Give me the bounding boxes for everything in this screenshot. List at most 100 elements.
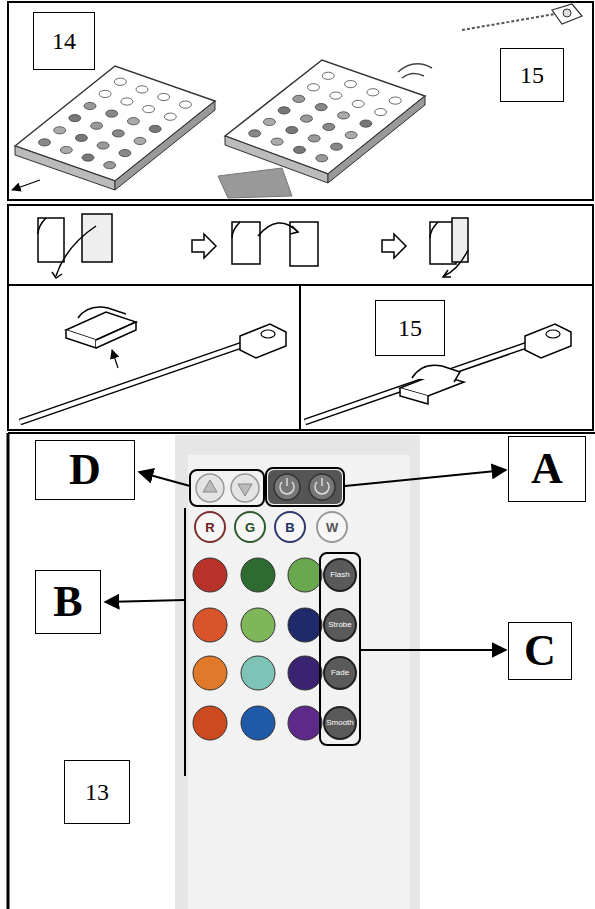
button-dot bbox=[301, 115, 313, 122]
button-dot bbox=[114, 78, 126, 85]
color-button bbox=[241, 608, 275, 642]
panel-border bbox=[8, 205, 593, 430]
color-button bbox=[241, 656, 275, 690]
color-button bbox=[288, 656, 322, 690]
button-dot bbox=[84, 102, 96, 109]
button-dot bbox=[308, 135, 320, 142]
button-dot bbox=[180, 101, 192, 108]
button-dot bbox=[316, 155, 328, 162]
mode-buttons bbox=[324, 559, 356, 739]
button-dot bbox=[91, 122, 103, 129]
button-dot bbox=[315, 104, 327, 111]
callout-box: 14 bbox=[33, 12, 95, 70]
button-dot bbox=[308, 84, 320, 91]
button-dot bbox=[119, 150, 131, 157]
callout-box: D bbox=[35, 440, 135, 500]
callout-number: 13 bbox=[85, 780, 109, 804]
button-label: B bbox=[285, 521, 294, 534]
cable-clip bbox=[66, 307, 136, 348]
cable-clip bbox=[400, 365, 464, 404]
button-dot bbox=[338, 112, 350, 119]
button-dot bbox=[278, 107, 290, 114]
leader-arrow bbox=[345, 470, 506, 486]
power-buttons bbox=[268, 470, 342, 504]
group-outline bbox=[266, 468, 344, 506]
button-dot bbox=[136, 86, 148, 93]
remote-body bbox=[188, 455, 410, 909]
battery-tab bbox=[218, 168, 292, 198]
button-label: Smooth bbox=[326, 719, 354, 727]
button-label: Strobe bbox=[328, 621, 352, 629]
clip-step-1 bbox=[38, 214, 112, 278]
button-dot bbox=[158, 93, 170, 100]
callout-number: 15 bbox=[520, 63, 544, 87]
button-dot bbox=[294, 146, 306, 153]
color-button bbox=[288, 706, 322, 740]
callout-number: B bbox=[53, 580, 82, 624]
button-dot bbox=[104, 162, 116, 169]
color-button bbox=[241, 706, 275, 740]
button-dot bbox=[249, 130, 261, 137]
button-dot bbox=[164, 113, 176, 120]
button-dot bbox=[112, 130, 124, 137]
color-button bbox=[193, 558, 227, 592]
button-dot bbox=[39, 139, 51, 146]
button-dots bbox=[39, 78, 192, 169]
button-dot bbox=[293, 95, 305, 102]
button-dot bbox=[375, 109, 387, 116]
panel-divider bbox=[8, 432, 595, 434]
color-button bbox=[193, 656, 227, 690]
button-dot bbox=[127, 118, 139, 125]
clip-step-3 bbox=[430, 218, 468, 277]
callout-box: 15 bbox=[375, 300, 445, 356]
color-button bbox=[241, 558, 275, 592]
panel-divider bbox=[299, 285, 301, 430]
button-dot bbox=[286, 127, 298, 134]
group-outline bbox=[320, 553, 360, 745]
button-dot bbox=[330, 92, 342, 99]
button-dot bbox=[143, 106, 155, 113]
button-label: G bbox=[245, 521, 255, 534]
button-dot bbox=[149, 125, 161, 132]
color-button bbox=[193, 608, 227, 642]
button-dot bbox=[367, 89, 379, 96]
button-dot bbox=[121, 98, 133, 105]
fit-arrow bbox=[112, 350, 118, 368]
button-label: R bbox=[205, 521, 214, 534]
button-dot bbox=[389, 97, 401, 104]
button-dot bbox=[263, 118, 275, 125]
button-label: Fade bbox=[331, 669, 349, 677]
color-button bbox=[288, 608, 322, 642]
callout-number: 15 bbox=[398, 316, 422, 340]
panel-divider bbox=[7, 433, 10, 909]
button-dot bbox=[60, 146, 72, 153]
callout-number: 14 bbox=[52, 29, 76, 53]
remote-left bbox=[12, 66, 215, 190]
step-arrow bbox=[382, 234, 406, 258]
callout-box: 15 bbox=[500, 48, 564, 102]
callout-box: B bbox=[35, 570, 101, 634]
button-dot bbox=[345, 132, 357, 139]
ir-receiver bbox=[462, 4, 582, 30]
callout-number: C bbox=[524, 629, 556, 673]
button-dot bbox=[352, 100, 364, 107]
button-dot bbox=[331, 143, 343, 150]
callout-number: D bbox=[69, 448, 101, 492]
color-button bbox=[193, 706, 227, 740]
group-bracket bbox=[184, 508, 186, 776]
rgbw-buttons bbox=[195, 512, 347, 542]
leader-arrow bbox=[105, 600, 185, 602]
up-down-buttons bbox=[196, 474, 259, 502]
color-button bbox=[288, 558, 322, 592]
button-dot bbox=[69, 115, 81, 122]
button-dot bbox=[271, 138, 283, 145]
color-buttons bbox=[193, 558, 322, 740]
group-outline bbox=[190, 470, 264, 506]
button-label: Flash bbox=[330, 571, 350, 579]
button-dot bbox=[97, 142, 109, 149]
callout-number: A bbox=[531, 447, 563, 491]
button-dot bbox=[82, 154, 94, 161]
remote-photo bbox=[175, 435, 420, 909]
button-dots bbox=[249, 72, 402, 162]
